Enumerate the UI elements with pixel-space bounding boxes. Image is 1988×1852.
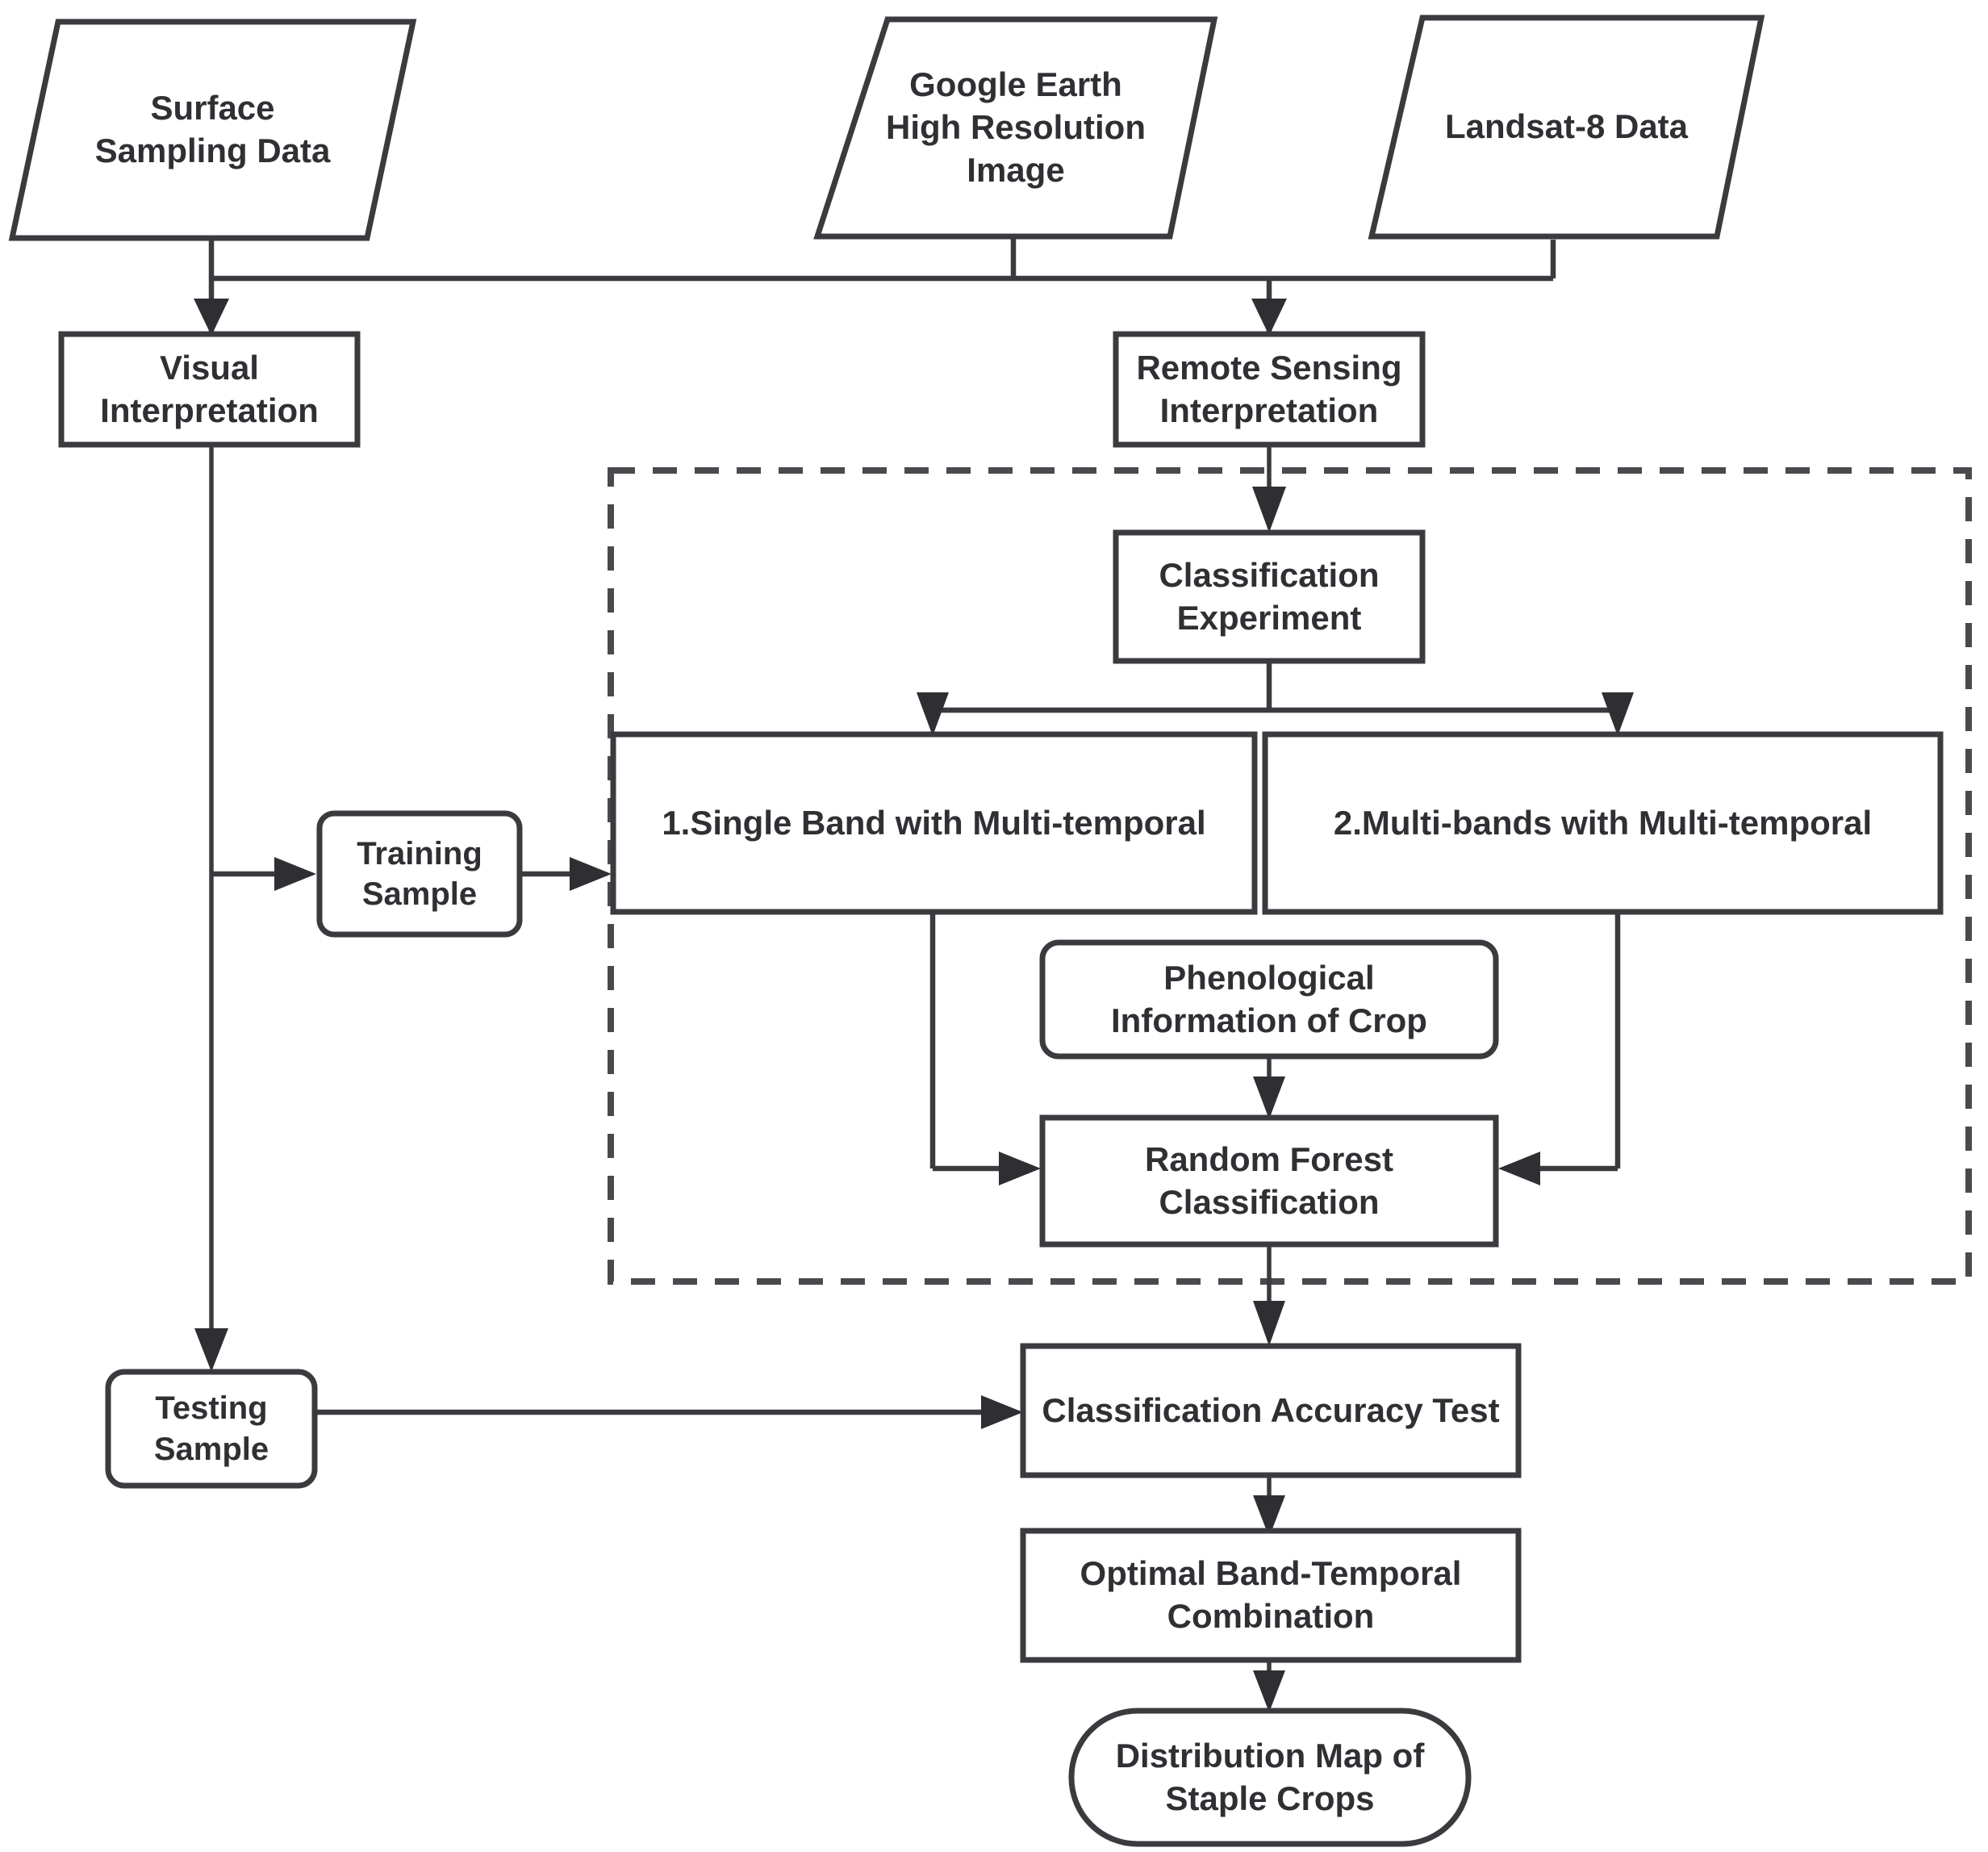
arrowhead-multi-bands (1602, 692, 1634, 736)
node-google-earth-image[interactable] (813, 16, 1218, 240)
node-landsat8-data[interactable] (1368, 15, 1765, 240)
node-remote-sensing-interpretation[interactable] (1113, 331, 1426, 448)
node-classification-accuracy-test[interactable] (1020, 1343, 1522, 1478)
node-random-forest-classification[interactable] (1039, 1114, 1499, 1248)
node-testing-sample[interactable] (105, 1369, 318, 1489)
node-distribution-map[interactable] (1068, 1708, 1472, 1847)
arrowhead-single-band (917, 692, 949, 736)
arrowhead-classification-experiment (1252, 487, 1286, 533)
node-classification-experiment[interactable] (1113, 529, 1426, 664)
node-multi-bands-multi-temporal[interactable] (1262, 731, 1944, 915)
arrowhead-training-sample (274, 857, 316, 891)
node-phenological-information[interactable] (1039, 939, 1499, 1060)
arrowhead-accuracy-test-left (981, 1395, 1023, 1429)
arrowhead-single-band-from-training (570, 857, 612, 891)
node-training-sample[interactable] (316, 810, 523, 938)
node-visual-interpretation[interactable] (58, 331, 361, 448)
arrowhead-optimal-band (1253, 1495, 1285, 1537)
arrowhead-remote-sensing (1251, 299, 1287, 336)
arrowhead-accuracy-test (1253, 1301, 1285, 1346)
arrowhead-random-forest-right (1498, 1152, 1540, 1185)
arrowhead-random-forest-left (999, 1152, 1041, 1185)
node-optimal-band-temporal-combination[interactable] (1020, 1528, 1522, 1663)
node-single-band-multi-temporal[interactable] (610, 731, 1258, 915)
arrowhead-testing-sample (194, 1328, 228, 1372)
classification-experiment-group-outline (608, 467, 1972, 1285)
arrowhead-distribution-map (1253, 1670, 1285, 1712)
node-surface-sampling-data[interactable] (8, 19, 417, 241)
arrowhead-random-forest-top (1253, 1077, 1285, 1119)
arrowhead-visual-interpretation (194, 299, 229, 336)
